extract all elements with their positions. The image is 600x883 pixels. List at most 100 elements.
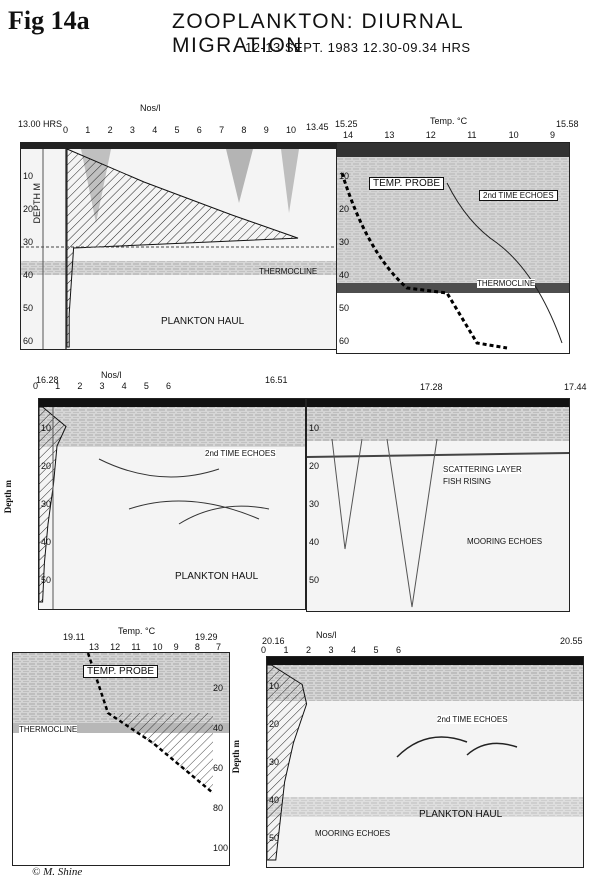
p4-sonar-graphic xyxy=(307,399,569,608)
p5-axis-tick: 11 xyxy=(131,642,141,652)
p1-depth-tick: 20 xyxy=(23,204,34,214)
p1-axis-tick: 5 xyxy=(174,125,180,135)
p2-time-end: 15.58 xyxy=(556,119,579,129)
p3-depth-tick: 40 xyxy=(41,537,52,547)
p5-axis-tick: 10 xyxy=(152,642,163,652)
p1-depth-tick: 40 xyxy=(23,270,34,280)
p3-depth-tick: 10 xyxy=(41,423,52,433)
p2-echoes-label: 2nd TIME ECHOES xyxy=(479,190,558,201)
p2-time-start: 15.25 xyxy=(335,119,358,129)
p2-depth-tick: 30 xyxy=(339,237,350,247)
p6-time-start: 20.16 xyxy=(262,636,285,646)
p1-time-start: 13.00 HRS xyxy=(18,119,63,129)
p6-axis-tick: 1 xyxy=(283,645,289,655)
p3-axis-tick: 6 xyxy=(166,381,172,391)
p5-axis-tick: 12 xyxy=(110,642,121,652)
p5-echogram: 20 40 60 80 100 TEMP. PROBE THERMOCLINE xyxy=(12,652,230,866)
p5-thermocline-label: THERMOCLINE xyxy=(19,725,78,734)
p1-time-end: 13.45 xyxy=(306,122,329,132)
depth-axis-label-bottom: Depth m xyxy=(231,740,241,774)
p4-depth-tick: 40 xyxy=(309,537,320,547)
p6-depth-tick: 30 xyxy=(269,757,280,767)
p2-depth-tick: 10 xyxy=(339,171,350,181)
p1-axis-tick: 9 xyxy=(263,125,269,135)
p4-depth-tick: 30 xyxy=(309,499,320,509)
p1-depth-tick: 30 xyxy=(23,237,34,247)
p1-depth-tick: 50 xyxy=(23,303,34,313)
p5-depth-tick: 80 xyxy=(213,803,224,813)
p6-depth-tick: 10 xyxy=(269,681,280,691)
p5-depth-tick: 100 xyxy=(213,843,229,853)
p2-axis-unit: Temp. °C xyxy=(430,116,468,126)
p1-depth-label: DEPTH M xyxy=(32,183,42,224)
p2-depth-tick: 40 xyxy=(339,270,350,280)
p1-depth-tick: 10 xyxy=(23,171,34,181)
p3-depth-tick: 30 xyxy=(41,499,52,509)
p6-sonar-graphic xyxy=(267,657,583,861)
p2-depth-tick: 20 xyxy=(339,204,350,214)
p4-depth-tick: 10 xyxy=(309,423,320,433)
p2-axis-tick: 12 xyxy=(425,130,436,140)
p1-axis-tick: 0 xyxy=(63,125,69,135)
p5-axis-tick: 13 xyxy=(89,642,100,652)
p3-depth-tick: 20 xyxy=(41,461,52,471)
p2-axis-tick: 13 xyxy=(384,130,395,140)
p5-depth-tick: 40 xyxy=(213,723,224,733)
p6-depth-tick: 50 xyxy=(269,833,280,843)
figure-subtitle: 12-13 SEPT. 1983 12.30-09.34 HRS xyxy=(245,40,471,55)
p4-depth-tick: 20 xyxy=(309,461,320,471)
p3-axis-tick: 1 xyxy=(55,381,61,391)
p6-depth-tick: 40 xyxy=(269,795,280,805)
p6-axis-tick: 4 xyxy=(351,645,357,655)
p1-axis-unit: Nos/l xyxy=(140,103,161,113)
p6-echoes-label: 2nd TIME ECHOES xyxy=(437,715,508,724)
credit: © M. Shine xyxy=(32,866,83,878)
p3-depth-tick: 50 xyxy=(41,575,52,585)
p4-time-start: 17.28 xyxy=(420,382,443,392)
p6-axis-tick: 5 xyxy=(373,645,379,655)
p3-plankton-haul-label: PLANKTON HAUL xyxy=(175,571,259,582)
p2-axis-tick: 11 xyxy=(467,130,477,140)
figure-title: ZOOPLANKTON: DIURNAL MIGRATION xyxy=(172,10,464,57)
p3-axis-tick: 2 xyxy=(77,381,83,391)
figure-label: Fig 14a xyxy=(8,6,90,35)
p6-axis-tick: 3 xyxy=(328,645,334,655)
p1-thermocline-label: THERMOCLINE xyxy=(259,267,318,276)
p5-depth-tick: 20 xyxy=(213,683,224,693)
p3-axis-tick: 5 xyxy=(143,381,149,391)
p1-axis-tick: 2 xyxy=(107,125,113,135)
p1-depth-tick: 60 xyxy=(23,336,34,346)
p3-sonar-graphic xyxy=(39,399,305,609)
p1-plankton-haul-label: PLANKTON HAUL xyxy=(161,316,245,327)
p2-depth-tick: 60 xyxy=(339,336,350,346)
p2-sonar-graphic xyxy=(337,143,569,353)
p2-axis-tick: 14 xyxy=(343,130,354,140)
p3-axis-unit: Nos/l xyxy=(101,370,122,380)
depth-axis-label-middle: Depth m xyxy=(3,480,13,514)
p1-axis-tick: 1 xyxy=(85,125,91,135)
p6-time-end: 20.55 xyxy=(560,636,583,646)
p4-scattering-label: SCATTERING LAYER xyxy=(443,465,522,474)
p1-axis-tick: 6 xyxy=(196,125,202,135)
p3-axis-tick: 3 xyxy=(99,381,105,391)
p5-depth-tick: 60 xyxy=(213,763,224,773)
p2-axis-tick: 9 xyxy=(550,130,556,140)
p6-axis-tick: 6 xyxy=(396,645,402,655)
p5-axis-tick: 7 xyxy=(216,642,222,652)
p5-temp-probe-label: TEMP. PROBE xyxy=(83,665,159,678)
p3-time-end: 16.51 xyxy=(265,375,288,385)
p1-sonar-graphic xyxy=(21,143,336,349)
p5-axis-unit: Temp. °C xyxy=(118,626,156,636)
p1-axis-tick: 3 xyxy=(129,125,135,135)
p2-temp-probe-label: TEMP. PROBE xyxy=(369,177,445,190)
p2-depth-tick: 50 xyxy=(339,303,350,313)
p1-axis-tick: 4 xyxy=(152,125,158,135)
p3-axis-tick: 4 xyxy=(121,381,127,391)
p6-plankton-haul-label: PLANKTON HAUL xyxy=(419,809,503,820)
p3-time-start: 16.28 xyxy=(36,375,59,385)
p2-thermocline-label: THERMOCLINE xyxy=(477,279,536,288)
p5-axis-tick: 9 xyxy=(173,642,179,652)
